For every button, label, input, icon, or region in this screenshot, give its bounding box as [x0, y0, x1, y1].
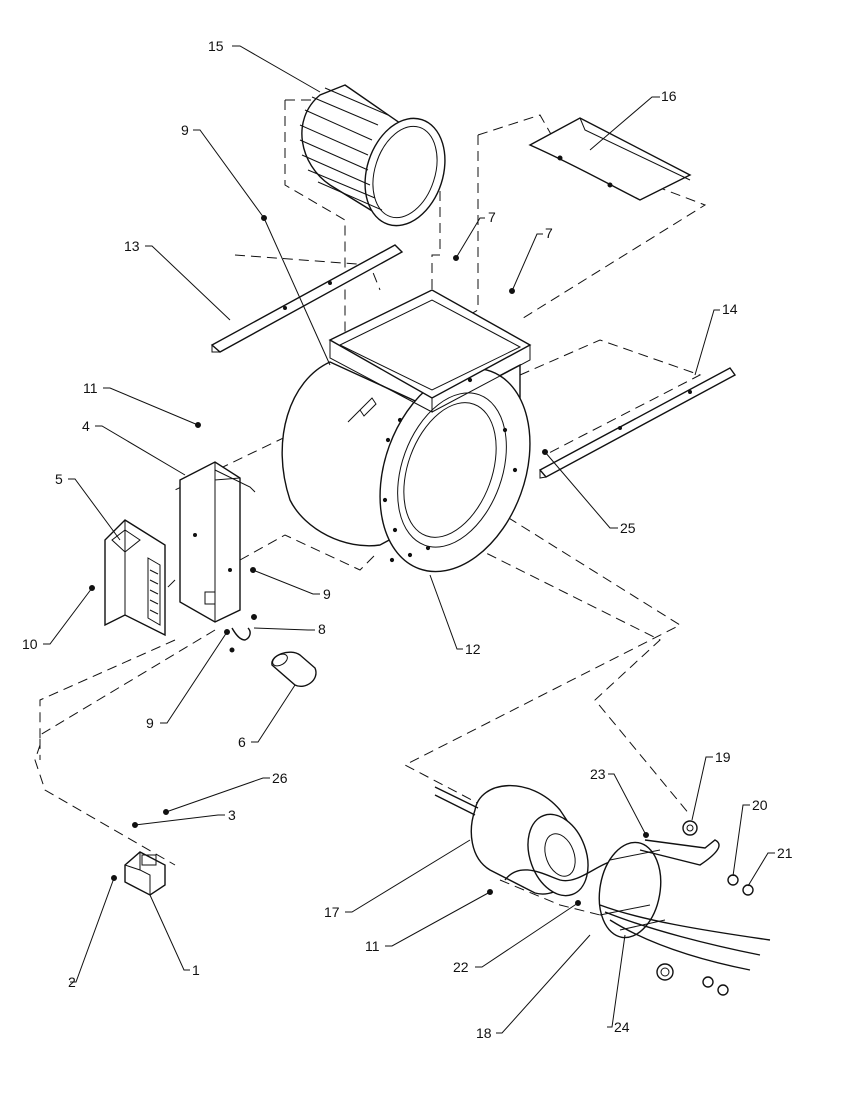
callout-2: 2 [68, 974, 76, 990]
right-mounting-rail-part [538, 367, 737, 479]
callout-21: 21 [777, 845, 793, 861]
callout-5: 5 [55, 471, 63, 487]
callout-22: 22 [453, 959, 469, 975]
callout-1: 1 [192, 962, 200, 978]
callout-4: 4 [82, 418, 90, 434]
blower-wheel-part [299, 84, 446, 227]
callout-8: 8 [318, 621, 326, 637]
callout-25: 25 [620, 520, 636, 536]
callout-17: 17 [324, 904, 340, 920]
callout-16: 16 [661, 88, 677, 104]
cut-off-plate-part [528, 117, 692, 201]
screws [89, 215, 649, 906]
control-bracket-part [179, 461, 256, 623]
leader-lines [43, 45, 775, 1034]
callout-7-right: 7 [545, 225, 553, 241]
capacitor-part [271, 651, 317, 687]
control-board-part [104, 519, 166, 637]
callout-12: 12 [465, 641, 481, 657]
screw-8 [251, 614, 257, 620]
callout-6: 6 [238, 734, 246, 750]
callout-9-top: 9 [181, 122, 189, 138]
callout-19: 19 [715, 749, 731, 765]
callout-14: 14 [722, 301, 738, 317]
callout-13: 13 [124, 238, 140, 254]
callout-9-mid: 9 [323, 586, 331, 602]
blower-housing-part [281, 289, 532, 573]
callout-11-lower: 11 [365, 938, 380, 954]
callout-20: 20 [752, 797, 768, 813]
blower-motor-part [434, 784, 621, 897]
callout-23: 23 [590, 766, 606, 782]
mounting-hardware-parts [639, 820, 754, 996]
callout-labels: 15 16 9 7 7 13 14 11 4 5 25 9 10 8 12 9 … [22, 38, 793, 1041]
callout-11-upper: 11 [83, 380, 98, 396]
callout-9-low: 9 [146, 715, 154, 731]
transformer-part [124, 851, 166, 896]
callout-26: 26 [272, 770, 288, 786]
capacitor-strap-part [229, 627, 251, 653]
callout-15: 15 [208, 38, 224, 54]
motor-mount-part [598, 841, 771, 971]
callout-7-left: 7 [488, 209, 496, 225]
housing-screw-holes [382, 377, 518, 563]
left-mounting-rail-part [210, 244, 404, 353]
callout-24: 24 [614, 1019, 630, 1035]
callout-10: 10 [22, 636, 38, 652]
callout-3: 3 [228, 807, 236, 823]
callout-18: 18 [476, 1025, 492, 1041]
